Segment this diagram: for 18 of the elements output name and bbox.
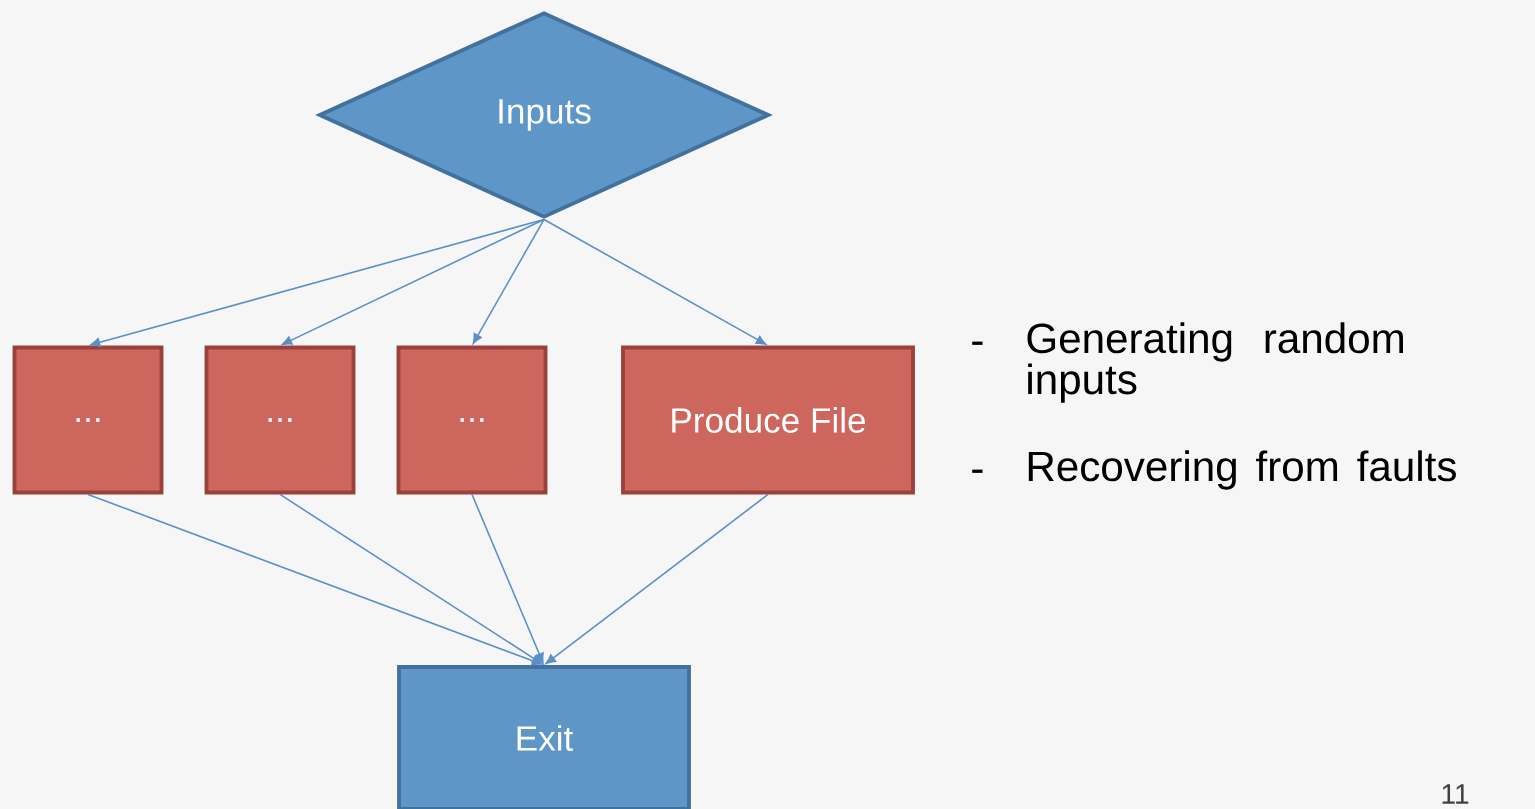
- bullet-text: Recovering from faults: [1028, 450, 1456, 490]
- process-box: Exit: [397, 665, 691, 809]
- process-box: ...: [12, 345, 164, 495]
- dash-marker: -: [972, 469, 983, 473]
- bullet-text: Generating random inputs: [1027, 322, 1403, 403]
- arrow: [545, 493, 769, 665]
- dash-marker: -: [972, 341, 983, 345]
- arrow: [90, 218, 545, 347]
- arrow: [281, 218, 545, 346]
- arrow: [279, 493, 543, 665]
- process-box: Produce File: [621, 345, 915, 495]
- page-number: 11: [1442, 784, 1469, 804]
- arrow: [472, 218, 545, 344]
- process-box: ...: [204, 345, 356, 495]
- arrow: [87, 493, 543, 666]
- process-box: ...: [396, 345, 548, 495]
- arrow: [543, 218, 767, 345]
- arrow: [471, 493, 544, 664]
